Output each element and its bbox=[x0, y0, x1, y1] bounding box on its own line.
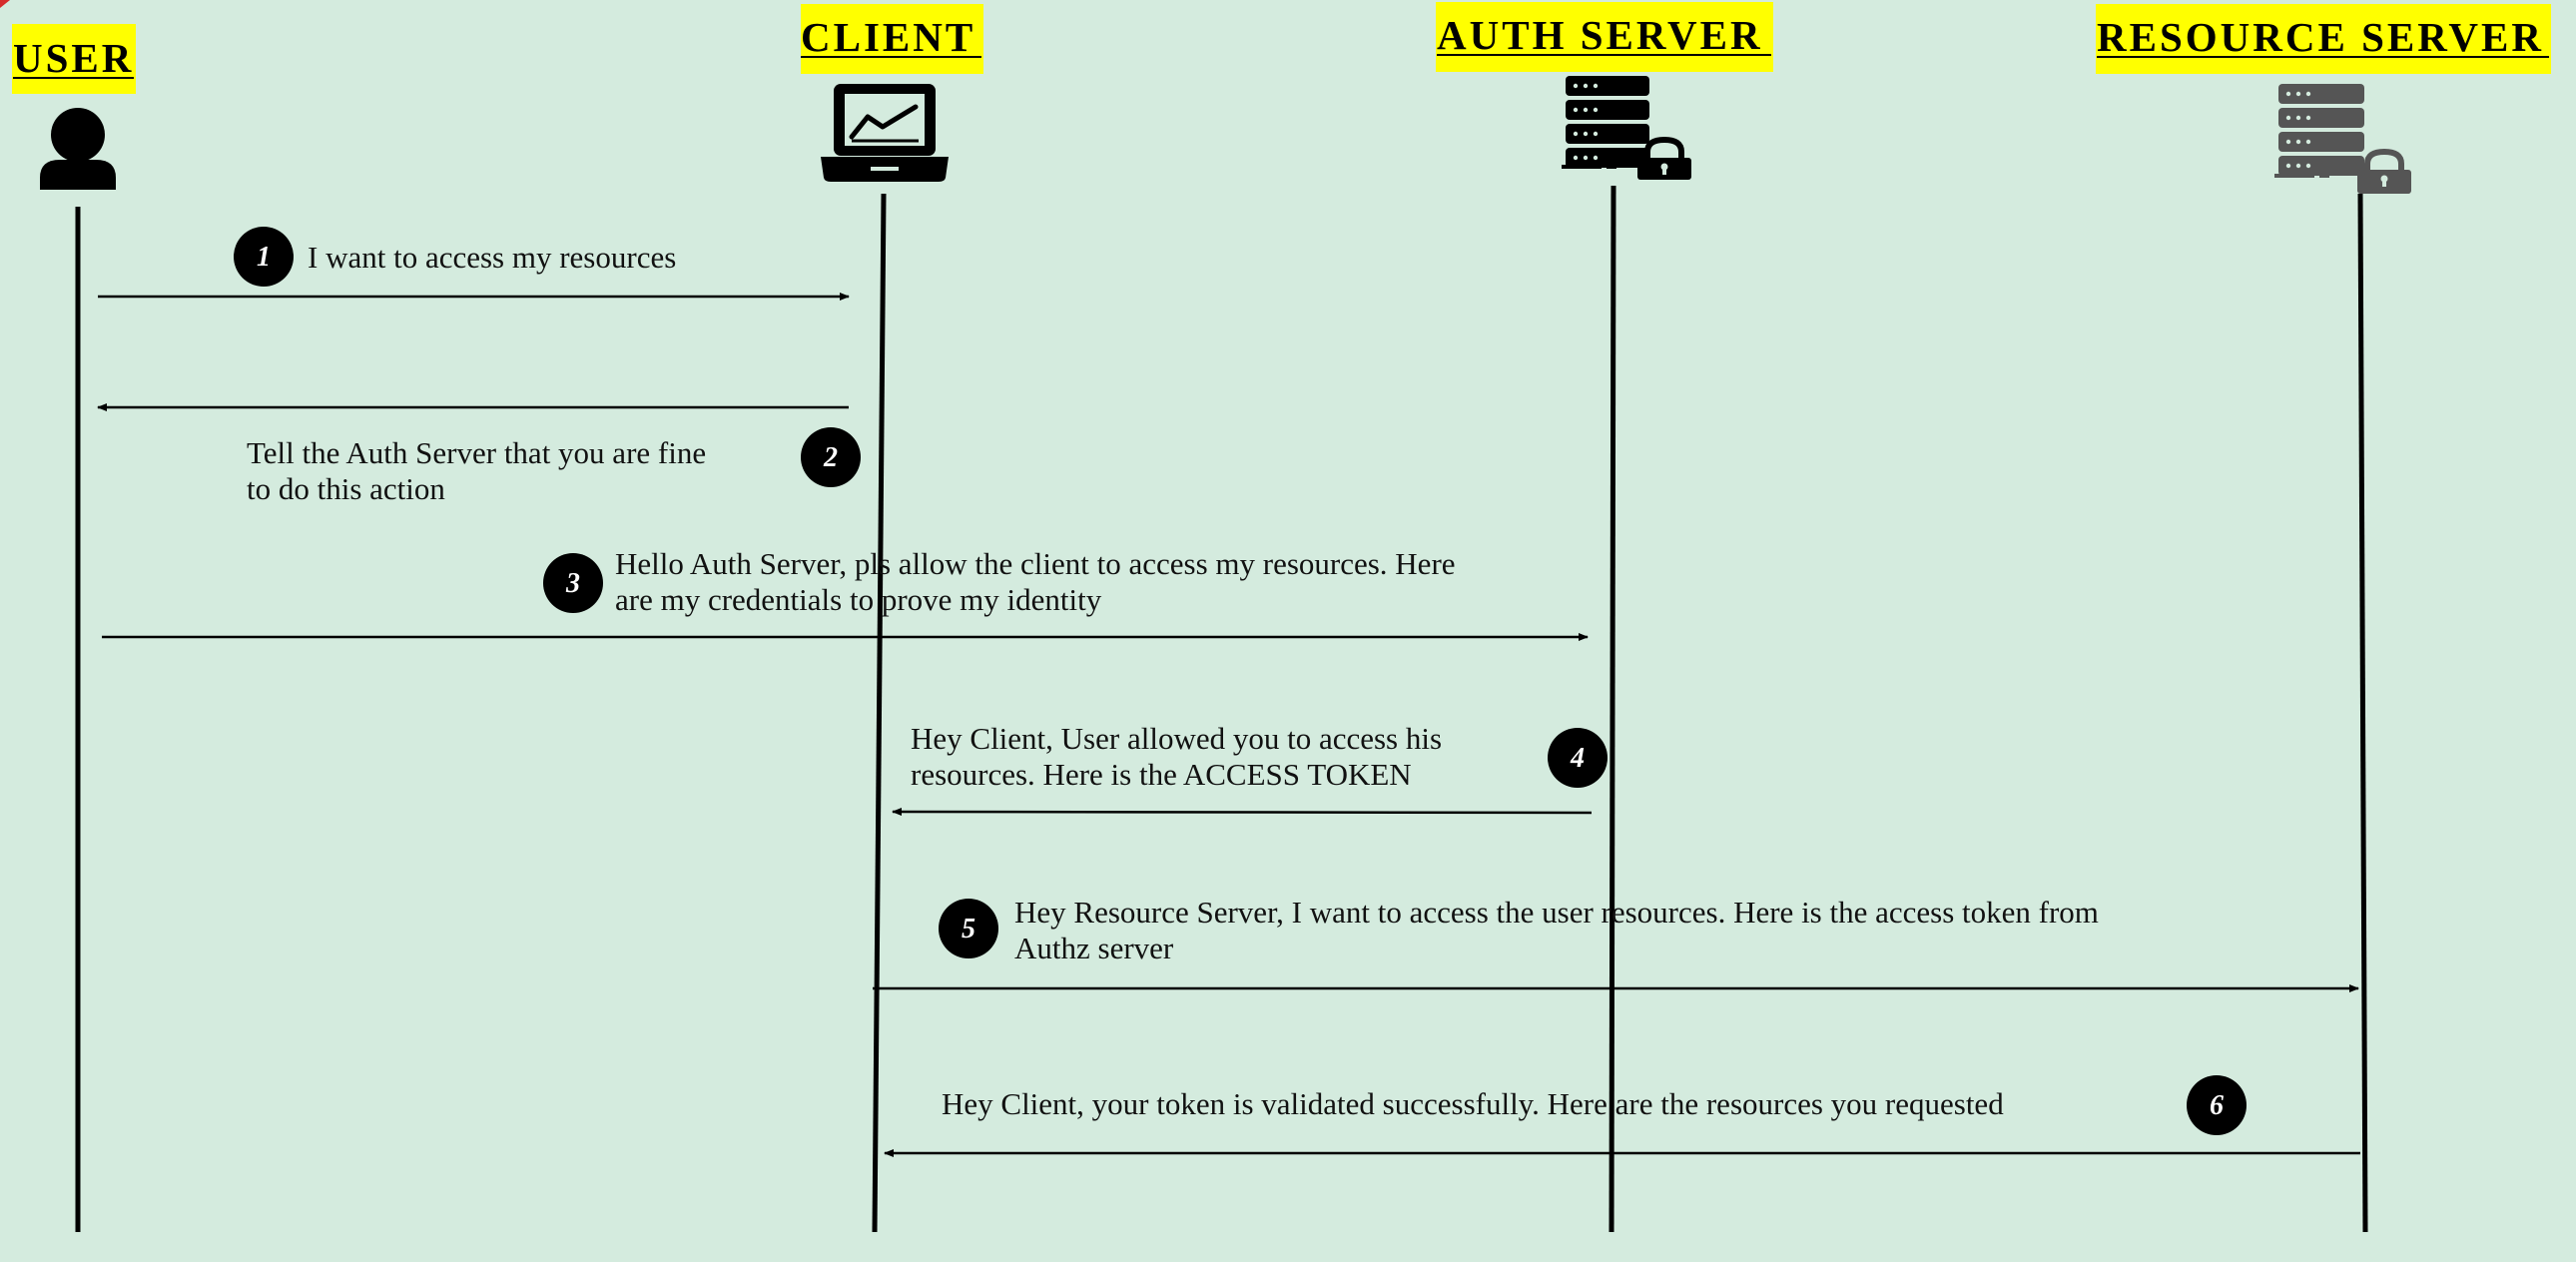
message-label: Hey Resource Server, I want to access th… bbox=[1014, 895, 2099, 930]
message-label: Authz server bbox=[1014, 931, 1174, 965]
message-label: are my credentials to prove my identity bbox=[615, 582, 1102, 617]
lifeline-resource-server bbox=[2357, 193, 2368, 1233]
message-label: I want to access my resources bbox=[308, 240, 676, 275]
person-icon bbox=[40, 108, 116, 190]
actor-user: USER bbox=[12, 24, 136, 94]
actor-user-title: USER bbox=[13, 35, 134, 81]
step-badge: 6 bbox=[2187, 1075, 2247, 1135]
lifeline-auth-server bbox=[1609, 185, 1616, 1233]
step-number: 4 bbox=[1570, 743, 1585, 774]
message-label: Hey Client, User allowed you to access h… bbox=[911, 721, 1442, 756]
message-label: Tell the Auth Server that you are fine bbox=[247, 435, 706, 470]
actor-resource-server-title: RESOURCE SERVER bbox=[2097, 14, 2544, 60]
step-number: 5 bbox=[962, 914, 975, 945]
server-lock-icon bbox=[2274, 84, 2411, 194]
corner-mark bbox=[0, 0, 10, 8]
actor-client: CLIENT bbox=[801, 4, 983, 74]
step-badge: 1 bbox=[234, 227, 294, 287]
step-number: 3 bbox=[565, 568, 580, 599]
step-badge: 3 bbox=[543, 553, 603, 613]
actor-client-highlight bbox=[801, 4, 983, 74]
step-number: 6 bbox=[2210, 1090, 2224, 1121]
step-badge: 2 bbox=[801, 427, 861, 487]
step-badge: 5 bbox=[939, 899, 998, 958]
message-arrow bbox=[892, 808, 1593, 817]
actor-auth-server-highlight bbox=[1436, 2, 1773, 72]
step-number: 1 bbox=[257, 242, 271, 273]
message-label: resources. Here is the ACCESS TOKEN bbox=[911, 757, 1412, 792]
actor-resource-server: RESOURCE SERVER bbox=[2096, 4, 2551, 74]
laptop-chart-icon bbox=[821, 84, 949, 182]
lifeline-client bbox=[872, 193, 887, 1233]
actor-auth-server-title: AUTH SERVER bbox=[1437, 12, 1763, 58]
actor-user-highlight bbox=[12, 24, 136, 94]
step-badge: 4 bbox=[1548, 728, 1608, 788]
message-label: to do this action bbox=[247, 471, 445, 506]
actor-client-title: CLIENT bbox=[801, 14, 975, 60]
actor-auth-server: AUTH SERVER bbox=[1436, 2, 1773, 72]
message-label: Hey Client, your token is validated succ… bbox=[942, 1086, 2004, 1121]
server-lock-icon bbox=[1562, 76, 1691, 180]
step-number: 2 bbox=[823, 442, 838, 473]
actor-resource-server-highlight bbox=[2096, 4, 2551, 74]
message-label: Hello Auth Server, pls allow the client … bbox=[615, 546, 1456, 581]
